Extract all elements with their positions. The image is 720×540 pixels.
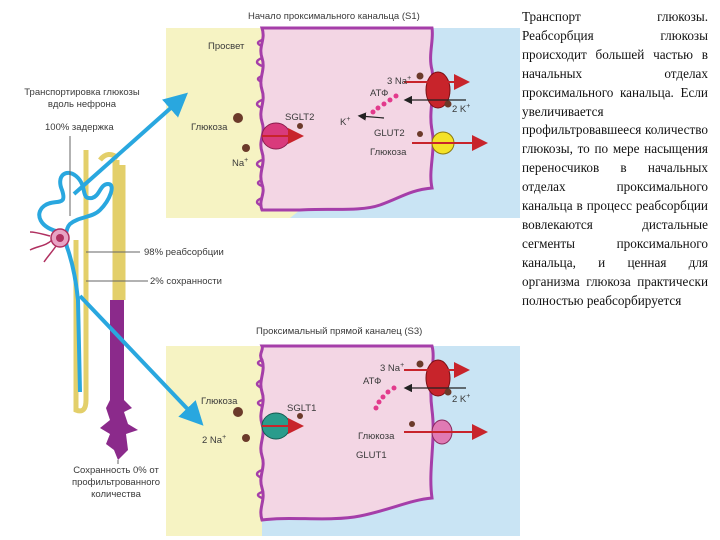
glut1-label: GLUT1	[356, 450, 387, 461]
panel-s3	[166, 344, 520, 536]
atp-label-s1: АТФ	[370, 88, 389, 99]
three-na-label-s3: 3 Na+	[380, 362, 405, 375]
description-text: Транспорт глюкозы. Реабсорбция глюкозы п…	[522, 9, 708, 308]
loop-of-henle	[73, 150, 89, 414]
glomerulus-core	[56, 234, 64, 242]
glut2-label: GLUT2	[374, 128, 405, 139]
collecting-duct	[100, 300, 138, 460]
cell-s1	[259, 26, 435, 212]
glucose-label-s1: Глюкоза	[191, 122, 228, 133]
sglt2-label: SGLT2	[285, 112, 315, 123]
three-na-label-s1: 3 Na+	[387, 75, 412, 88]
sglt1-label: SGLT1	[287, 403, 317, 414]
blood-vessel	[29, 231, 57, 263]
glucose-molecule-inside-s3	[297, 413, 303, 419]
na-label-s1: Na+	[232, 157, 249, 170]
glucose-transport-diagram	[29, 26, 520, 536]
k-ion-pump-s3	[444, 388, 452, 396]
glucose-right-label-s3: Глюкоза	[358, 431, 395, 442]
glucose-molecule-s1	[233, 113, 243, 123]
k-leak-arrow-s1	[357, 112, 385, 121]
atp-label-s3: АТФ	[363, 376, 382, 387]
k-ion-pump-s1	[444, 100, 452, 108]
panel-s1	[166, 26, 520, 218]
glucose-molecule-exit-s1	[417, 131, 423, 137]
glucose-molecule-inside-s1	[297, 123, 303, 129]
na-ion-pump-s3	[416, 360, 424, 368]
pointer-arrow-s1	[72, 92, 188, 196]
glucose-molecule-exit-s3	[409, 421, 415, 427]
na-ion-pump-s1	[416, 72, 424, 80]
retention-label: 2% сохранности	[150, 276, 222, 287]
final-retention-label: Сохранность 0% от профильтрованного коли…	[71, 465, 161, 500]
two-na-label-s3: 2 Na+	[202, 434, 227, 447]
na-ion-s1	[242, 144, 250, 152]
reabsorption-label: 98% реабсорбции	[144, 247, 224, 258]
atp-chain-s3	[373, 385, 397, 411]
lumen-label: Просвет	[208, 41, 245, 52]
glucose-right-label-s1: Глюкоза	[370, 147, 407, 158]
panel-s1-title: Начало проксимального канальца (S1)	[248, 11, 420, 22]
na-ion-s3	[242, 434, 250, 442]
panel-s3-title: Проксимальный прямой каналец (S3)	[256, 326, 423, 337]
pointer-arrow-s3	[78, 294, 204, 426]
microvilli-s1	[255, 38, 263, 208]
distal-tubule	[112, 160, 126, 300]
glucose-molecule-s3	[233, 407, 243, 417]
atp-chain-s1	[370, 93, 399, 115]
glucose-label-s3: Глюкоза	[201, 396, 238, 407]
nephron-illustration	[29, 136, 148, 464]
two-k-label-s1: 2 K+	[452, 103, 471, 116]
k-label-s1: K+	[340, 116, 351, 129]
two-k-label-s3: 2 K+	[452, 393, 471, 406]
interstitium-s3	[262, 346, 520, 536]
microvilli-s3	[255, 358, 263, 500]
nephron-transport-label: Транспортировка глюкозы вдоль нефрона	[24, 87, 140, 110]
delay-label: 100% задержка	[45, 122, 114, 133]
